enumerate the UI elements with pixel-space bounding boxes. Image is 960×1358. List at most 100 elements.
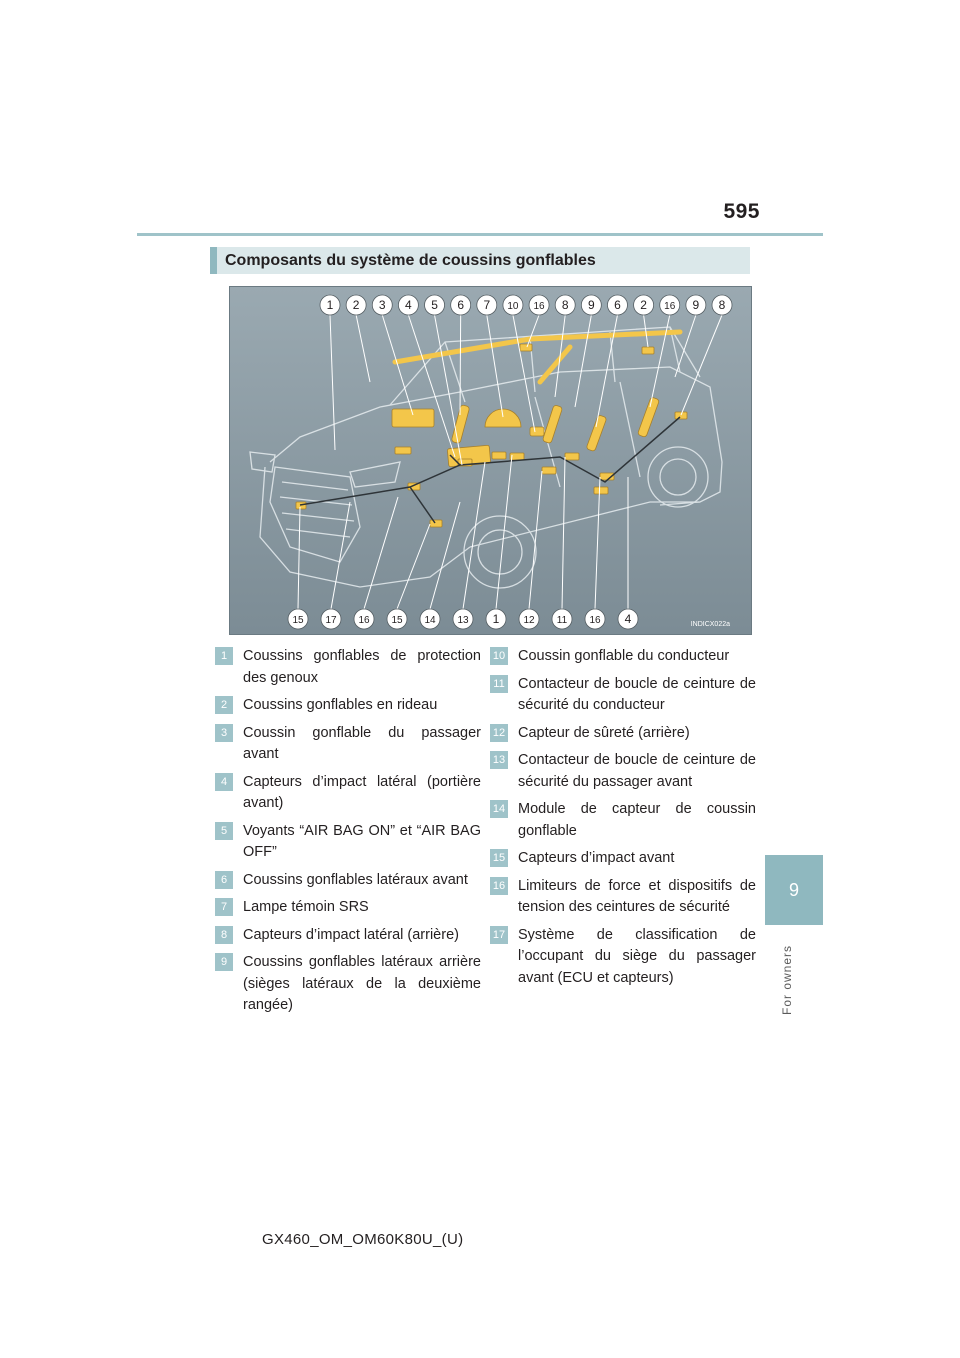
callout-circle	[502, 294, 524, 316]
legend-text: Capteurs d’impact latéral (portière avan…	[243, 773, 481, 812]
callout-leader	[528, 470, 543, 610]
callout-circle	[397, 294, 419, 316]
legend-text: Coussins gonflables de protection des ge…	[243, 648, 481, 686]
callout-leader	[381, 314, 414, 416]
callout-number: 7	[483, 298, 490, 312]
callout-leader	[526, 314, 540, 348]
legend-number: 7	[215, 898, 233, 916]
callout-circle	[450, 294, 472, 316]
callout-number: 16	[534, 301, 546, 312]
legend-text: Coussins gonflables en rideau	[243, 697, 438, 713]
legend-item: 7 Lampe témoin SRS	[215, 897, 481, 919]
airbag-component-22	[429, 519, 443, 528]
legend-item: 5 Voyants “AIR BAG ON” et “AIR BAG OFF”	[215, 821, 481, 864]
airbag-component-14	[564, 452, 580, 461]
legend-number: 15	[490, 849, 508, 867]
legend-number: 16	[490, 876, 508, 895]
callout-leader	[459, 314, 462, 416]
callout-number: 1	[327, 298, 334, 312]
callout-circle	[419, 608, 441, 630]
callout-circle	[584, 608, 606, 630]
legend-number: 6	[215, 870, 233, 889]
callout-leader	[512, 314, 536, 433]
airbag-component-18	[641, 346, 655, 355]
callout-leader	[674, 314, 697, 378]
airbag-component-11	[491, 451, 507, 460]
legend-text: Coussin gonflable du passager avant	[243, 724, 481, 763]
callout-leader	[407, 314, 456, 458]
callout-leader	[330, 501, 351, 610]
callout-circle	[345, 294, 367, 316]
callout-circle	[554, 294, 576, 316]
callout-number: 16	[589, 615, 601, 626]
legend-text: Capteurs d’impact latéral (arrière)	[243, 926, 459, 943]
legend-number: 11	[490, 674, 508, 693]
airbag-component-17	[674, 411, 688, 420]
top-rule	[137, 233, 823, 236]
callout-leader	[434, 314, 463, 466]
page-number: 595	[723, 200, 760, 223]
legend-text: Lampe témoin SRS	[243, 899, 369, 915]
callout-circle	[518, 608, 540, 630]
airbag-component-13	[541, 466, 557, 475]
airbag-component-1	[391, 408, 435, 428]
callout-leader	[594, 476, 601, 610]
callout-number: 13	[457, 615, 469, 626]
legend-number: 17	[490, 925, 508, 944]
legend-text: Contacteur de boucle de ceinture de sécu…	[518, 675, 756, 714]
airbag-component-6	[637, 397, 660, 438]
callout-number: 8	[562, 298, 569, 312]
callout-circle	[485, 608, 507, 630]
vehicle-outline	[249, 326, 723, 589]
legend-number: 14	[490, 800, 508, 818]
callout-leader	[429, 501, 461, 610]
callout-number: 1	[493, 612, 500, 626]
callout-circle	[659, 294, 681, 316]
callout-number: 16	[664, 301, 676, 312]
airbag-component-15	[593, 486, 609, 495]
callout-leader	[396, 523, 431, 610]
wiring-harness	[299, 416, 681, 524]
callout-number: 6	[614, 298, 621, 312]
legend-text: Module de capteur de coussin gonflable	[518, 801, 756, 839]
callout-number: 4	[405, 298, 412, 312]
airbag-component-19	[519, 343, 533, 352]
callout-leader	[355, 314, 371, 383]
airbag-component-7	[484, 408, 522, 428]
callout-leader	[554, 314, 566, 398]
legend-text: Coussin gonflable du conducteur	[518, 648, 730, 664]
callout-circle	[320, 608, 342, 630]
callout-number: 17	[325, 615, 337, 626]
legend-number: 3	[215, 723, 233, 742]
callout-circle	[711, 294, 733, 316]
callout-number: 5	[431, 298, 438, 312]
legend-item: 13 Contacteur de boucle de ceinture de sé…	[490, 750, 756, 793]
callout-leader	[363, 496, 399, 610]
callout-leader	[574, 314, 592, 408]
callout-number: 8	[719, 298, 726, 312]
legend-number: 5	[215, 821, 233, 840]
callout-leader	[595, 314, 618, 428]
callout-leader	[649, 314, 671, 408]
legend-text: Voyants “AIR BAG ON” et “AIR BAG OFF”	[243, 822, 481, 861]
legend-text: Capteur de sûreté (arrière)	[518, 724, 690, 741]
legend-number: 13	[490, 751, 508, 769]
callout-circle	[528, 294, 550, 316]
legend-item: 6 Coussins gonflables latéraux avant	[215, 870, 481, 892]
callout-number: 4	[625, 612, 632, 626]
callout-circle	[287, 608, 309, 630]
legend-number: 1	[215, 647, 233, 665]
legend-text: Contacteur de boucle de ceinture de sécu…	[518, 752, 756, 790]
image-code: INDICX022a	[691, 621, 730, 628]
callout-circle	[607, 294, 628, 316]
legend-text: Coussins gonflables latéraux avant	[243, 871, 468, 888]
curtain-airbag-2	[537, 344, 573, 385]
